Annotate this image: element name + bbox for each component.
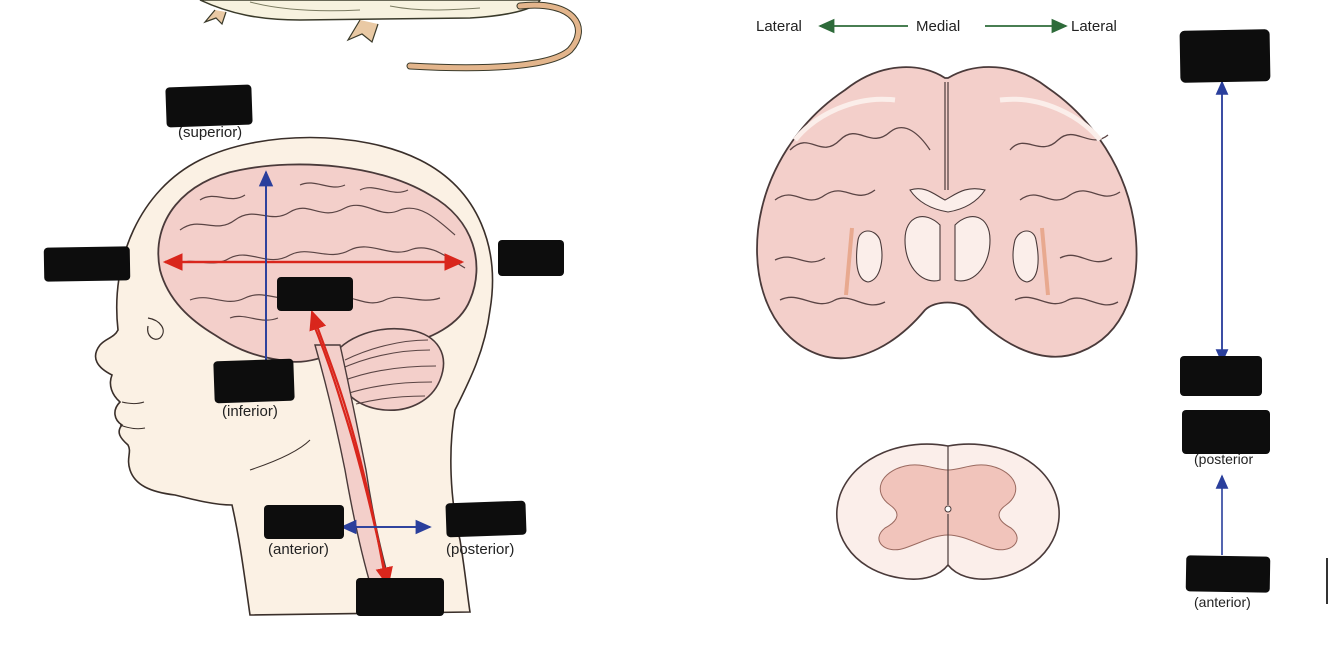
redaction-caudal [498,240,564,276]
anterior-sublabel: (anterior) [268,541,329,558]
ventral-anterior-sublabel: (anterior) [1194,594,1251,610]
spinal-cord-section [836,443,1060,580]
redaction-right-dorsal [1179,29,1271,83]
rat-illustration [199,0,582,72]
redaction-spinal-dorsal [1182,410,1270,454]
redaction-rostral [43,246,131,282]
medial-label: Medial [916,18,960,35]
lateral-right-label: Lateral [1071,18,1117,35]
coronal-brain-section [756,66,1138,360]
redaction-dorsal-superior [165,84,253,128]
redaction-ventral-inferior [213,358,295,404]
dorsal-posterior-sublabel: (posterior [1194,451,1253,467]
dorsal-superior-sublabel: (superior) [178,124,242,141]
head-axis-arrows [162,170,465,588]
redaction-caudal-spinal [356,578,444,616]
redaction-dorsal-posterior [445,500,527,538]
redaction-right-ventral [1180,356,1262,396]
ventral-inferior-sublabel: (inferior) [222,403,278,420]
brain-sagittal [157,163,478,591]
lateral-left-label: Lateral [756,18,802,35]
redaction-brainstem-rostral [277,277,353,311]
redaction-spinal-ventral [1185,555,1271,593]
redaction-ventral-anterior [264,505,344,539]
posterior-sublabel: (posterior) [446,541,514,558]
text-cursor-icon [1326,558,1328,604]
redaction-layer [43,29,1271,616]
